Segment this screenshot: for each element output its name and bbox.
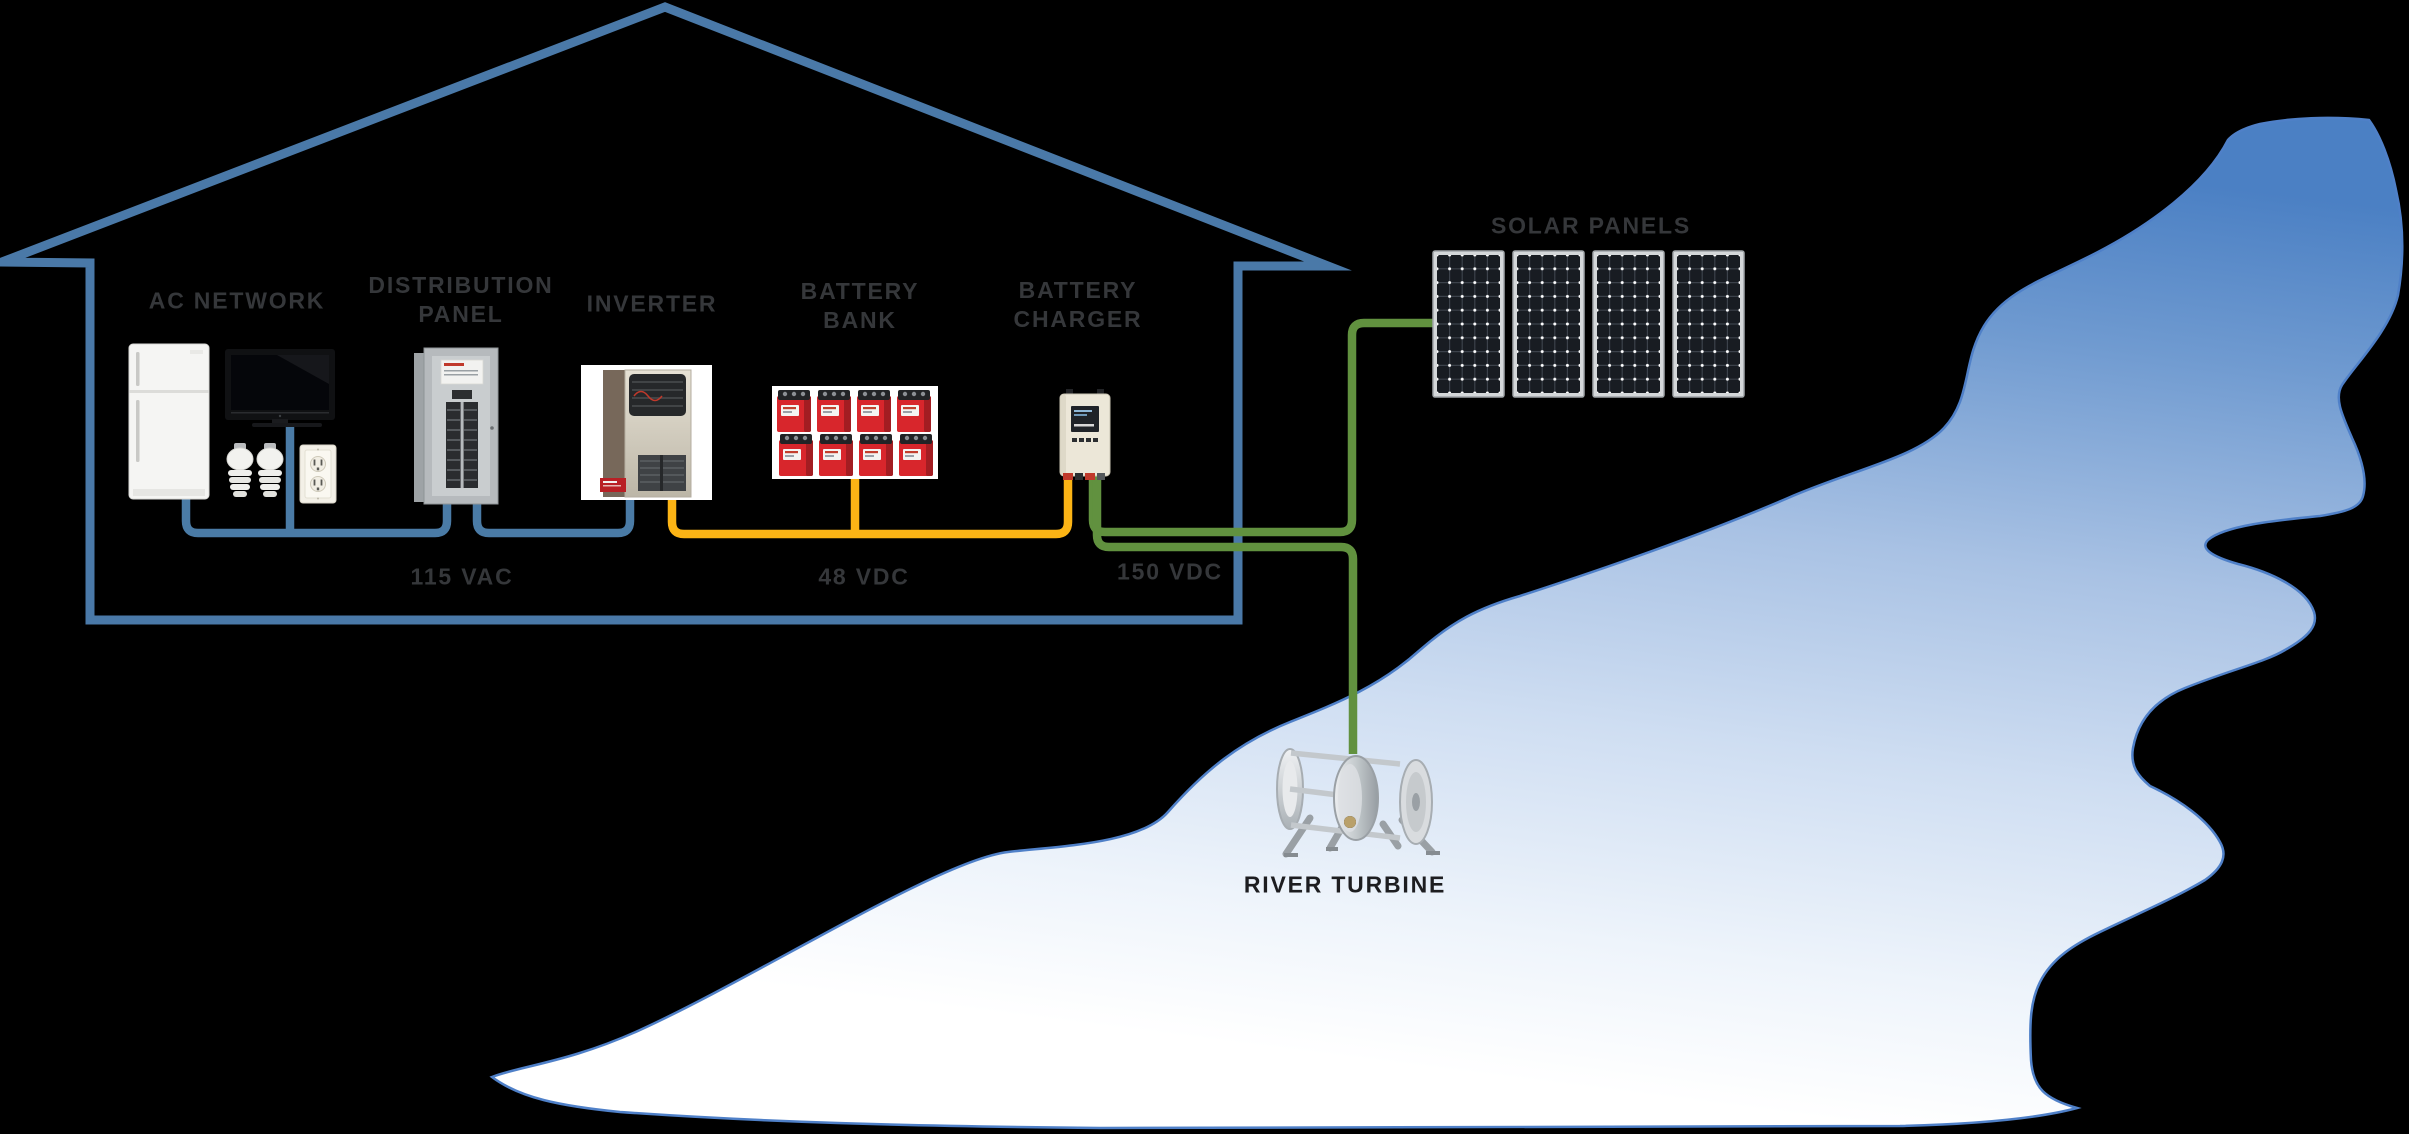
- label-battery-charger: BATTERY CHARGER: [1014, 276, 1143, 334]
- battery-icon: [779, 434, 813, 476]
- label-115-vac: 115 VAC: [411, 563, 514, 592]
- solar-panel-icon: [1592, 250, 1665, 398]
- battery-icon: [897, 390, 931, 432]
- label-line: RIVER TURBINE: [1243, 871, 1447, 898]
- breaker-panel-icon: [414, 347, 499, 505]
- inverter-icon: [581, 365, 712, 500]
- label-river-turbine: RIVER TURBINE: [1244, 871, 1446, 900]
- house-outline: [0, 2, 1352, 625]
- label-line: BANK: [823, 307, 897, 333]
- label-48-vdc: 48 VDC: [818, 563, 909, 592]
- ac-wire: [181, 423, 635, 538]
- label-inverter: INVERTER: [587, 290, 718, 319]
- battery-charger-icon: [1059, 389, 1111, 480]
- battery-icon: [859, 434, 893, 476]
- river-turbine-icon: [1276, 748, 1440, 858]
- cfl-bulb-icon: [256, 442, 284, 498]
- label-line: 150 VDC: [1117, 558, 1223, 585]
- label-line: SOLAR PANELS: [1490, 212, 1692, 239]
- label-solar-panels: SOLAR PANELS: [1491, 212, 1691, 241]
- label-line: CHARGER: [1013, 306, 1143, 332]
- label-line: 48 VDC: [818, 563, 910, 590]
- label-ac-network: AC NETWORK: [149, 287, 325, 316]
- wall-outlet-icon: [299, 444, 337, 504]
- tv-icon: [225, 349, 335, 427]
- label-line: 115 VAC: [410, 563, 514, 590]
- label-distribution-panel: DISTRIBUTION PANEL: [368, 271, 553, 329]
- battery-wire: [667, 474, 1073, 539]
- battery-icon: [899, 434, 933, 476]
- river: [489, 116, 2404, 1130]
- label-line: BATTERY: [800, 278, 920, 304]
- label-150-vdc: 150 VDC: [1117, 558, 1223, 587]
- battery-icon: [857, 390, 891, 432]
- source-wire: [1088, 318, 1434, 754]
- turbine-wire: [1092, 475, 1358, 754]
- label-line: BATTERY: [1018, 277, 1138, 303]
- label-battery-bank: BATTERY BANK: [801, 277, 920, 335]
- battery-icon: [817, 390, 851, 432]
- label-line: PANEL: [418, 301, 504, 327]
- label-line: DISTRIBUTION: [368, 272, 554, 298]
- cfl-bulb-icon: [226, 442, 254, 498]
- label-line: AC NETWORK: [148, 287, 326, 314]
- solar-panel-icon: [1512, 250, 1585, 398]
- solar-panel-icon: [1672, 250, 1745, 398]
- label-line: INVERTER: [586, 290, 718, 317]
- refrigerator-icon: [128, 343, 210, 500]
- solar-panel-icon: [1432, 250, 1505, 398]
- solar-wire: [1088, 318, 1434, 537]
- battery-icon: [777, 390, 811, 432]
- battery-icon: [819, 434, 853, 476]
- solar-array: [1432, 250, 1745, 398]
- battery-bank-icon: [772, 386, 938, 479]
